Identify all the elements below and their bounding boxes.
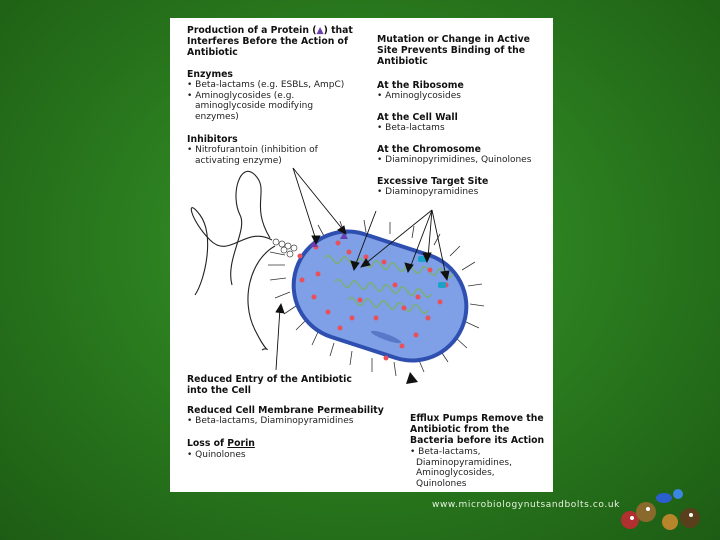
microbes-cartoon-logo	[621, 489, 700, 530]
reduced-entry-title: Reduced Entry of the Antibiotic into the…	[187, 374, 352, 396]
efflux-line: Diaminopyramidines,	[416, 457, 512, 468]
efflux-list: • Beta-lactams, Diaminopyramidines, Amin…	[410, 447, 512, 489]
inhibitors-line: activating enzyme)	[195, 155, 282, 166]
pili	[268, 219, 485, 377]
left-heading: Production of a Protein (▲) that Interfe…	[187, 25, 353, 58]
efflux-arrow-icon	[406, 372, 418, 384]
protein-triangles	[310, 232, 348, 247]
reduced-entry-line: Reduced Entry of the Antibiotic	[187, 374, 352, 385]
porin-title-word: Porin	[227, 438, 255, 449]
left-heading-line-3: Antibiotic	[187, 46, 238, 58]
efflux-title-line: Bacteria before its Action	[410, 435, 545, 446]
cell-wall-title: At the Cell Wall	[377, 112, 458, 123]
permeability-line: • Beta-lactams, Diaminopyramidines	[187, 416, 354, 426]
target-line: • Diaminopyramidines	[377, 187, 479, 197]
flagella	[190, 171, 276, 351]
target-title: Excessive Target Site	[377, 176, 489, 187]
enzymes-line: • Aminoglycosides (e.g.	[187, 90, 295, 101]
efflux-line: Quinolones	[416, 478, 467, 489]
chromosome-line: • Diaminopyrimidines, Quinolones	[377, 155, 532, 165]
right-heading: Mutation or Change in Active Site Preven…	[377, 34, 530, 67]
porin-beads	[272, 238, 298, 258]
efflux-title-line: Efflux Pumps Remove the	[410, 413, 544, 424]
efflux-title-line: Antibiotic from the	[410, 424, 510, 435]
left-heading-line-1b: ) that	[323, 25, 353, 36]
protein-triangle-icon: ▲	[316, 25, 324, 36]
inhibitors-line: • Nitrofurantoin (inhibition of	[187, 145, 318, 155]
enzymes-line: aminoglycoside modifying	[195, 101, 314, 111]
antibiotic-molecules	[297, 240, 449, 361]
enzymes-line: enzymes)	[195, 111, 239, 122]
left-heading-line-1a: Production of a Protein (	[187, 25, 317, 36]
porin-line: • Quinolones	[187, 450, 246, 460]
right-heading-line: Mutation or Change in Active	[377, 34, 530, 45]
enzymes-title: Enzymes	[187, 69, 233, 80]
chromosome-dna	[324, 254, 454, 314]
ribosome	[370, 330, 402, 344]
chromosome-title: At the Chromosome	[377, 144, 481, 155]
pointer-arrows	[275, 167, 450, 371]
enzymes-list: • Beta-lactams (e.g. ESBLs, AmpC) • Amin…	[187, 80, 344, 122]
porin-title: Loss of Porin	[187, 438, 255, 449]
right-heading-line: Antibiotic	[377, 55, 428, 67]
right-heading-line: Site Prevents Binding of the	[377, 44, 526, 56]
efflux-line: Aminoglycosides,	[416, 468, 495, 478]
cell-body	[291, 229, 469, 363]
inhibitors-list: • Nitrofurantoin (inhibition of activati…	[187, 145, 318, 166]
reduced-entry-line: into the Cell	[187, 385, 251, 396]
efflux-title: Efflux Pumps Remove the Antibiotic from …	[410, 413, 544, 446]
efflux-line: • Beta-lactams,	[410, 447, 481, 457]
porin-title-prefix: Loss of	[187, 438, 228, 449]
cell-wall-line: • Beta-lactams	[377, 123, 445, 133]
permeability-title: Reduced Cell Membrane Permeability	[187, 405, 384, 416]
ribosome-line: • Aminoglycosides	[377, 91, 461, 101]
ribosome-title: At the Ribosome	[377, 80, 464, 91]
footer-url: www.microbiologynutsandbolts.co.uk	[432, 500, 620, 510]
enzymes-line: • Beta-lactams (e.g. ESBLs, AmpC)	[187, 80, 345, 90]
left-heading-line-2: Interferes Before the Action of	[187, 35, 348, 47]
inhibitors-title: Inhibitors	[187, 134, 238, 145]
